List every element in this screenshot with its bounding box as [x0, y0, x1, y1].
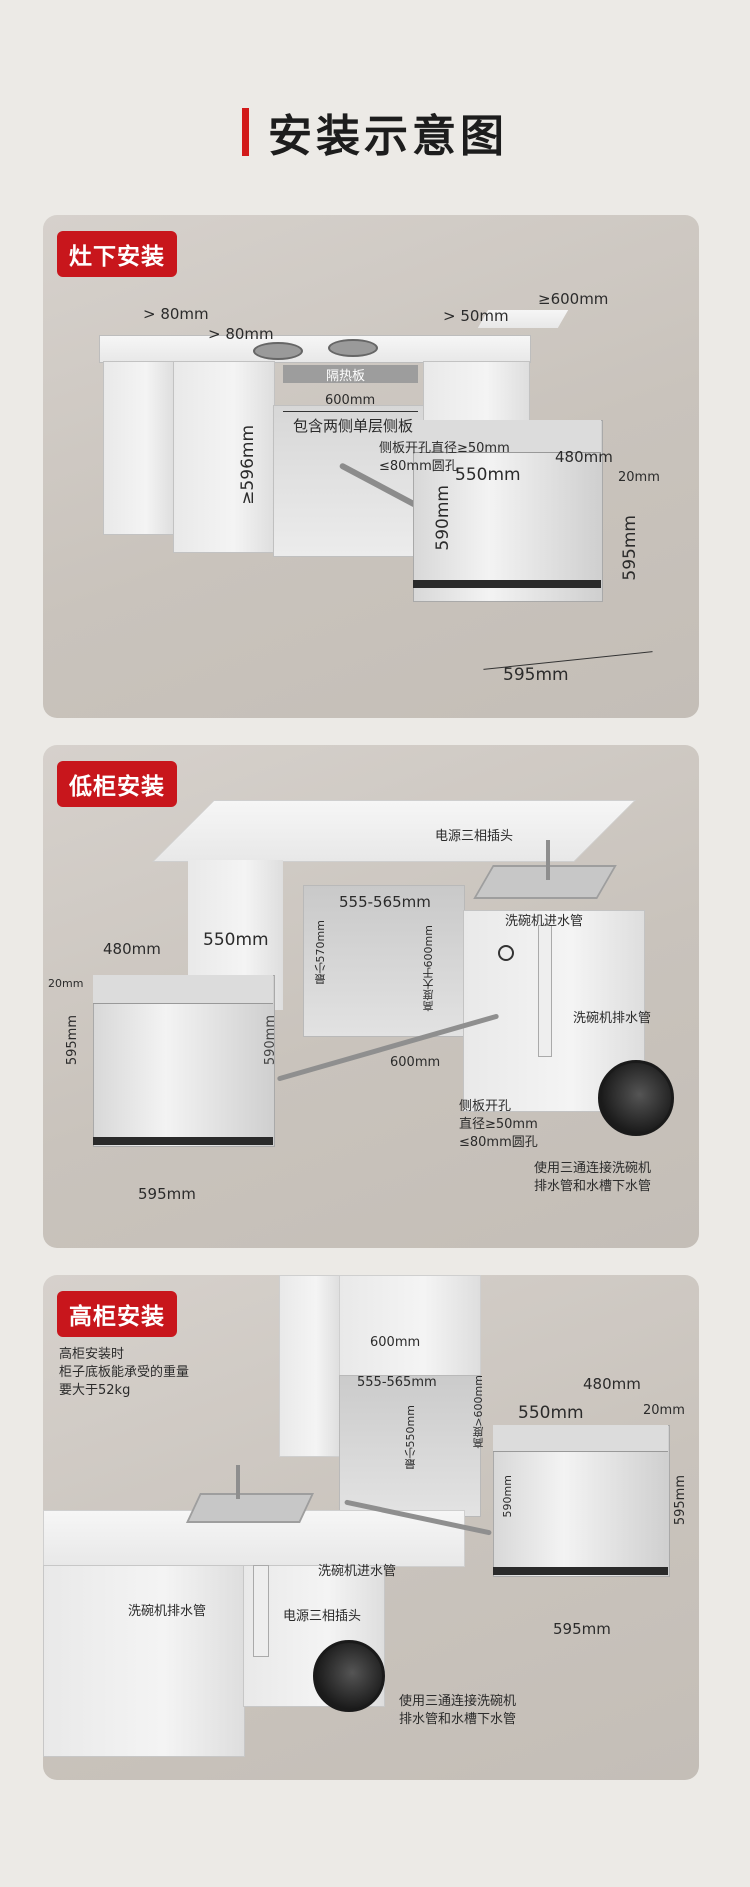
dishwasher-kickplate — [493, 1567, 668, 1575]
power-label: 电源三相插头 — [435, 829, 514, 844]
dim-20: 20mm — [618, 470, 660, 485]
dim-80-a: > 80mm — [143, 305, 209, 323]
dim-600: 600mm — [390, 1055, 441, 1070]
panel-under-stove: 灶下安装 隔热板 ≥600mm > 80mm > 80mm > 50mm 600… — [43, 215, 699, 718]
drain-pipe — [538, 925, 552, 1057]
panel-tall-cabinet: 高柜安装 高柜安装时 柜子底板能承受的重量 要大于52kg 600mm 555-… — [43, 1275, 699, 1780]
tee-joint-zoom-icon — [598, 1060, 674, 1136]
dishwasher-control-panel — [493, 1425, 668, 1452]
heat-shield-label: 隔热板 — [326, 369, 366, 384]
dim-20: 20mm — [643, 1403, 685, 1418]
dim-595-h: 595mm — [673, 1475, 688, 1526]
side-panel-note: 包含两侧单层侧板 — [293, 417, 414, 435]
panel-low-cabinet: 低柜安装 电源三相插头 洗碗机进水管 洗碗机排水管 555-565mm 最小57… — [43, 745, 699, 1248]
dim-80-b: > 80mm — [208, 325, 274, 343]
tee-note-1: 使用三通连接洗碗机 — [399, 1694, 517, 1709]
dishwasher-control-panel — [93, 975, 273, 1004]
tall-cabinet-upper — [339, 1275, 481, 1377]
dim-595-w: 595mm — [138, 1185, 196, 1203]
hole-2: 直径≥50mm — [459, 1117, 538, 1132]
badge-under-stove: 灶下安装 — [57, 231, 177, 277]
drain-label: 洗碗机排水管 — [573, 1011, 652, 1026]
inlet-label: 洗碗机进水管 — [318, 1564, 397, 1579]
drain-pipe — [253, 1565, 269, 1657]
inlet-label: 洗碗机进水管 — [505, 914, 584, 929]
tee-note-1: 使用三通连接洗碗机 — [534, 1161, 652, 1176]
hole-note-2: ≤80mm圆孔 — [379, 459, 458, 474]
counter-top — [152, 800, 636, 862]
burner-right-icon — [328, 339, 378, 357]
sink-basin — [186, 1493, 314, 1523]
dim-480: 480mm — [555, 448, 613, 466]
tee-joint-zoom-icon — [313, 1640, 385, 1712]
badge-tall-cabinet: 高柜安装 — [57, 1291, 177, 1337]
dim-590: 590mm — [501, 1475, 514, 1518]
sink-cabinet — [43, 1565, 245, 1757]
power-label: 电源三相插头 — [283, 1609, 362, 1624]
dim-600: 600mm — [370, 1335, 421, 1350]
dim-550: 550mm — [518, 1403, 584, 1423]
min-550: 最小550mm — [404, 1405, 417, 1470]
page-title: 安装示意图 — [268, 111, 509, 162]
faucet-icon — [546, 840, 550, 880]
dim-595-w: 595mm — [503, 665, 569, 685]
dim-555: 555-565mm — [339, 893, 431, 911]
dim-595-w: 595mm — [553, 1620, 611, 1638]
dim-550: 550mm — [455, 465, 521, 485]
dim-596: ≥596mm — [238, 425, 258, 505]
cabinet-opening — [273, 405, 425, 557]
dim-595-h: 595mm — [620, 515, 640, 581]
cabinet-door — [173, 361, 275, 553]
dim-480: 480mm — [583, 1375, 641, 1393]
hole-1: 侧板开孔 — [459, 1099, 512, 1114]
heat-shield — [283, 365, 418, 383]
tall-column — [279, 1275, 341, 1457]
hole-marker-icon — [498, 945, 514, 961]
dishwasher-kickplate — [93, 1137, 273, 1145]
dishwasher-control-panel — [413, 420, 601, 453]
hole-3: ≤80mm圆孔 — [459, 1135, 538, 1150]
hole-note-1: 侧板开孔直径≥50mm — [379, 441, 510, 456]
cabinet-left — [103, 361, 175, 535]
tee-note-2: 排水管和水槽下水管 — [399, 1712, 517, 1727]
dim-50: > 50mm — [443, 307, 509, 325]
tee-note-2: 排水管和水槽下水管 — [534, 1179, 652, 1194]
page-header: 安装示意图 — [0, 100, 750, 164]
height-600: 高度>600mm — [472, 1375, 485, 1449]
dim-600-inner: 600mm — [325, 393, 376, 408]
dim-595-side: 595mm — [65, 1015, 80, 1066]
faucet-icon — [236, 1465, 240, 1499]
dim-20: 20mm — [48, 977, 84, 990]
height-600: 高度大于600mm — [422, 925, 435, 1012]
dishwasher-kickplate — [413, 580, 601, 588]
counter-top — [99, 335, 531, 363]
min-570: 最小570mm — [314, 920, 327, 985]
dim-line-600 — [283, 411, 418, 412]
dim-590: 590mm — [263, 1015, 278, 1066]
note-1: 高柜安装时 — [59, 1347, 125, 1362]
note-2: 柜子底板能承受的重量 — [59, 1365, 190, 1380]
drain-label: 洗碗机排水管 — [128, 1604, 207, 1619]
dim-555: 555-565mm — [357, 1375, 437, 1390]
dim-480: 480mm — [103, 940, 161, 958]
burner-left-icon — [253, 342, 303, 360]
dim-600-top: ≥600mm — [538, 290, 609, 308]
note-3: 要大于52kg — [59, 1383, 131, 1398]
sink-basin — [473, 865, 617, 899]
title-accent-bar — [241, 108, 249, 156]
badge-low-cabinet: 低柜安装 — [57, 761, 177, 807]
dim-590: 590mm — [433, 485, 453, 551]
dim-550: 550mm — [203, 930, 269, 950]
